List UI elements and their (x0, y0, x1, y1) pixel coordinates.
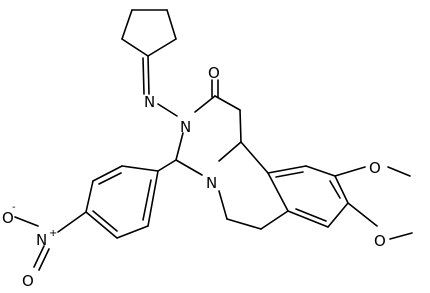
imine-nitrogen-label: N (144, 93, 155, 111)
nitrophenyl-ring (85, 165, 159, 239)
piperidine-ring (218, 141, 289, 230)
nitro-nitrogen-label: N (36, 231, 47, 249)
pyrimidinone-ring (175, 95, 242, 176)
amine-nitrogen-label: N (206, 174, 217, 192)
carbonyl-oxygen-label: O (208, 64, 220, 82)
nitro-positive-charge: + (49, 228, 57, 239)
nitro-oxygen-double-label: O (22, 272, 34, 290)
imine-double-bond (142, 55, 150, 95)
nitro-group-bonds (14, 211, 87, 271)
hydrazone-n-n-bond (157, 103, 178, 117)
nitro-oxygen-anion-label: O (2, 209, 14, 227)
aryl-attachment-bond (157, 159, 177, 172)
upper-methoxy-oxygen-label: O (369, 159, 381, 177)
methoxy-upper (334, 166, 411, 177)
dimethoxy-benzene-ring (267, 165, 349, 228)
methoxy-lower (347, 202, 413, 240)
carbonyl-double-bond (211, 79, 219, 98)
amide-nitrogen-label: N (180, 118, 191, 136)
nitro-negative-charge: - (12, 202, 16, 213)
lower-methoxy-oxygen-label: O (374, 232, 386, 250)
cyclopentane-ring (121, 9, 177, 57)
